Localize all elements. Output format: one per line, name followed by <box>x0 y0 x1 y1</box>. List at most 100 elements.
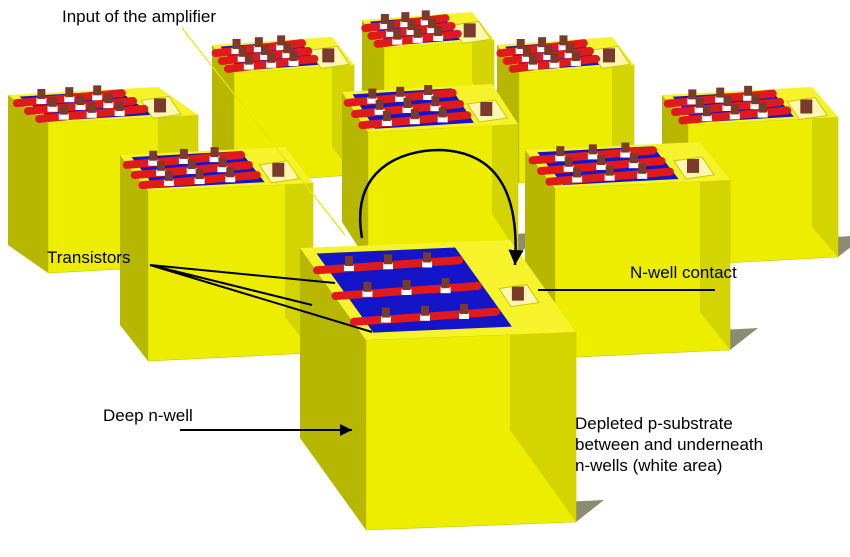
transistor-contact <box>238 46 247 57</box>
transistor-contact <box>403 98 412 108</box>
oxide-pad <box>362 290 373 297</box>
oxide-pad <box>276 44 287 51</box>
nwell-cube <box>525 142 758 359</box>
nwell-contact-via <box>463 23 476 38</box>
transistor-contact <box>254 37 263 48</box>
transistor-contact <box>277 35 286 46</box>
cube-side-face <box>8 95 48 273</box>
oxide-pad <box>379 22 390 29</box>
oxide-pad <box>367 97 378 104</box>
oxide-pad <box>64 96 75 103</box>
depleted-substrate-label: Depleted p-substrate between and underne… <box>575 413 763 476</box>
oxide-pad <box>392 38 403 45</box>
oxide-pad <box>343 265 354 272</box>
oxide-pad <box>186 168 197 174</box>
transistor-contact <box>565 43 574 54</box>
oxide-pad <box>459 312 470 319</box>
nwell-contact-via <box>687 158 699 173</box>
transistor-contact <box>410 109 419 120</box>
transistor-contact <box>716 87 725 98</box>
transistors-label: Transistors <box>47 248 131 267</box>
oxide-pad <box>47 105 58 112</box>
oxide-pad <box>420 19 431 26</box>
transistor-contact <box>423 252 432 263</box>
depleted-substrate-line: between and underneath <box>575 435 764 454</box>
transistor-contact <box>573 167 582 178</box>
nwell-contact-via <box>154 98 166 113</box>
transistor-contact <box>544 45 553 55</box>
oxide-pad <box>543 54 554 60</box>
transistor-contact <box>605 165 614 176</box>
transistor-contact <box>93 85 102 96</box>
transistor-contact <box>344 256 353 267</box>
transistor-contact <box>629 153 638 164</box>
oxide-pad <box>587 153 598 160</box>
oxide-pad <box>209 156 220 163</box>
nwell-contact-via <box>511 286 524 301</box>
transistor-contact <box>381 307 390 318</box>
oxide-pad <box>729 113 740 120</box>
input-leader-line <box>181 27 346 236</box>
oxide-pad <box>637 172 648 179</box>
transistor-contact <box>438 107 447 118</box>
transistor-contact <box>550 52 559 63</box>
oxide-pad <box>620 151 631 158</box>
transistor-contact <box>59 104 68 115</box>
transistor-contact <box>538 37 547 48</box>
transistor-contact <box>368 88 377 99</box>
oxide-pad <box>86 111 97 118</box>
transistor-contact <box>382 111 391 121</box>
transistor-contact <box>226 167 235 178</box>
transistor-contact <box>758 102 767 113</box>
oxide-pad <box>564 52 575 59</box>
oxide-pad <box>253 46 264 53</box>
oxide-pad <box>243 63 254 70</box>
oxide-pad <box>406 29 417 35</box>
oxide-pad <box>237 55 248 62</box>
deep-nwell-label: Deep n-well <box>103 406 193 425</box>
oxide-pad <box>395 95 406 102</box>
transistor-contact <box>421 10 430 21</box>
transistor-contact <box>588 144 597 155</box>
transistor-contact <box>413 27 422 38</box>
oxide-pad <box>178 157 189 164</box>
oxide-pad <box>103 102 114 109</box>
transistor-contact <box>427 18 436 29</box>
oxide-pad <box>92 94 103 101</box>
transistor-contact <box>424 85 433 95</box>
transistor-contact <box>621 142 630 153</box>
oxide-pad <box>386 30 397 37</box>
oxide-pad <box>374 108 385 115</box>
transistor-contact <box>283 43 292 54</box>
transistor-contact <box>387 21 396 32</box>
nwell-contact-via <box>272 162 285 177</box>
oxide-pad <box>558 44 569 51</box>
transistor-contact <box>529 54 538 65</box>
oxide-pad <box>694 106 705 113</box>
oxide-pad <box>528 63 539 70</box>
oxide-pad <box>628 162 639 169</box>
oxide-pad <box>400 21 411 28</box>
oxide-pad <box>412 36 423 43</box>
transistor-contact <box>744 85 753 96</box>
oxide-pad <box>572 176 583 183</box>
nwell-contact-via <box>603 48 615 63</box>
transistor-contact <box>393 29 402 40</box>
transistor-contact <box>375 99 384 110</box>
oxide-pad <box>555 155 566 162</box>
oxide-pad <box>260 54 270 60</box>
transistor-contact <box>267 52 276 63</box>
nwell-contact-via <box>480 102 493 116</box>
transistor-contact <box>289 51 298 62</box>
oxide-pad <box>401 289 412 295</box>
input-amplifier-label: Input of the amplifier <box>62 7 217 26</box>
transistors-arrow <box>149 264 313 306</box>
nwell-cube <box>300 240 604 531</box>
oxide-pad <box>570 60 581 67</box>
oxide-pad <box>701 115 712 122</box>
oxide-pad <box>231 47 242 54</box>
oxide-pad <box>217 166 228 173</box>
transistor-contact <box>115 101 124 112</box>
transistor-contact <box>401 12 410 23</box>
